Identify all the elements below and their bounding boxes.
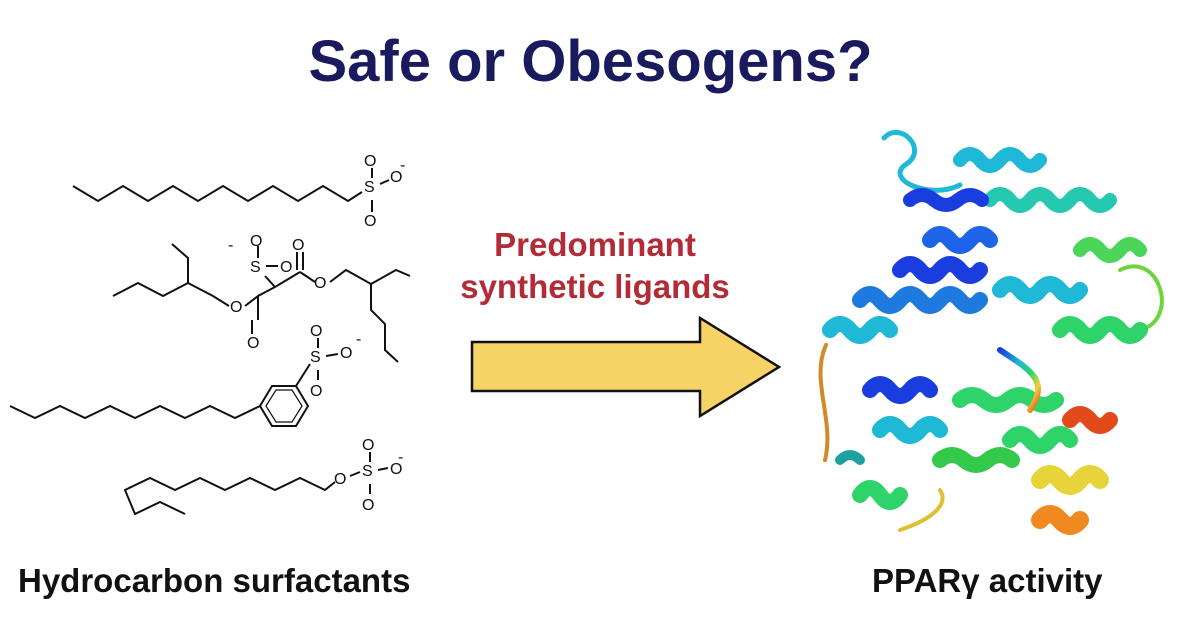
sulfate-structure: O S O O O - xyxy=(123,437,403,516)
right-caption: PPARγ activity xyxy=(872,562,1103,599)
arrow-label: Predominant synthetic ligands xyxy=(430,224,760,308)
protein-ribbon xyxy=(818,129,1164,535)
svg-text:O: O xyxy=(314,275,326,292)
svg-text:O: O xyxy=(334,471,346,488)
svg-text:O: O xyxy=(390,169,402,186)
svg-text:S: S xyxy=(250,259,261,276)
arrow-label-line2: synthetic ligands xyxy=(460,268,730,305)
svg-text:O: O xyxy=(310,323,322,340)
svg-text:-: - xyxy=(398,449,403,466)
benzenesulfonate-structure: S O O O - xyxy=(9,323,361,427)
svg-text:-: - xyxy=(356,331,361,348)
svg-text:O: O xyxy=(340,345,352,362)
left-caption: Hydrocarbon surfactants xyxy=(18,562,411,599)
svg-text:-: - xyxy=(228,237,233,254)
svg-text:-: - xyxy=(400,157,405,174)
svg-text:S: S xyxy=(364,179,375,196)
svg-text:O: O xyxy=(292,237,304,254)
svg-text:O: O xyxy=(362,497,374,514)
svg-text:O: O xyxy=(250,233,262,250)
svg-text:O: O xyxy=(280,259,292,276)
sulfonate-structure: S O O O - xyxy=(72,153,405,230)
svg-text:O: O xyxy=(364,153,376,170)
page-title: Safe or Obesogens? xyxy=(308,29,873,94)
svg-text:O: O xyxy=(247,335,259,352)
svg-text:S: S xyxy=(362,463,373,480)
svg-text:O: O xyxy=(364,213,376,230)
arrow-label-line1: Predominant xyxy=(494,226,696,263)
svg-text:O: O xyxy=(390,461,402,478)
chemical-structures: S O O O - xyxy=(9,153,411,516)
right-arrow-icon xyxy=(470,315,782,419)
svg-text:O: O xyxy=(310,383,322,400)
sulfosuccinate-structure: O O S O O - O O xyxy=(112,233,411,363)
svg-text:O: O xyxy=(362,437,374,454)
svg-text:O: O xyxy=(230,299,242,316)
svg-text:S: S xyxy=(310,349,321,366)
